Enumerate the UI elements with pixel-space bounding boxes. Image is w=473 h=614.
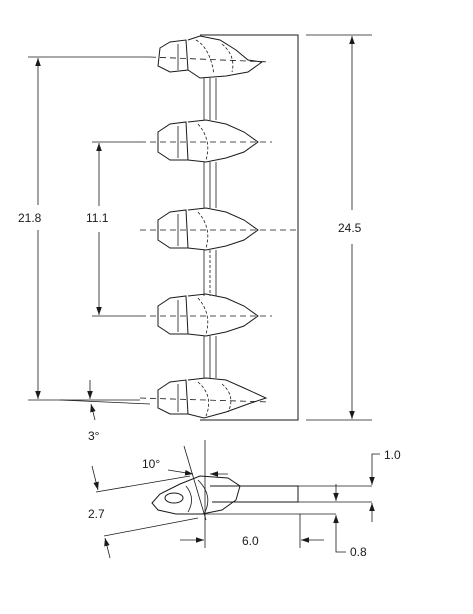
label-lead-gap: 0.8 [350,545,367,559]
lamp-element-2 [140,119,272,163]
frame-bracket [200,34,299,421]
dim-overall-height [306,34,372,421]
dim-inner-pitch [92,141,140,317]
label-lead-angle: 10° [142,457,160,471]
lamp-element-3 [140,207,300,251]
dim-outer-pitch [28,56,150,401]
dim-tilt-angle [59,380,151,421]
label-overall-height: 24.5 [338,221,362,235]
top-view: 24.5 21.8 11.1 3° [18,34,372,443]
lamp-element-4 [140,293,272,337]
side-view: 10° 2.7 6.0 1.0 0.8 [88,440,401,559]
label-side-height: 2.7 [88,507,105,521]
label-tilt-angle: 3° [88,429,100,443]
connecting-wires [203,78,217,378]
label-outer-pitch: 21.8 [18,211,42,225]
dim-lead-angle [167,445,228,521]
side-body [151,475,241,515]
lamp-element-5 [139,377,271,419]
label-lead-thickness: 1.0 [384,448,401,462]
side-lens [164,492,184,504]
label-inner-pitch: 11.1 [86,211,109,225]
lamp-element-1 [149,35,271,79]
dim-lead-gap [333,484,346,553]
side-lead [210,485,299,503]
label-lead-length: 6.0 [242,534,259,548]
dim-lead-thickness [369,453,380,522]
dim-side-height [91,465,199,559]
